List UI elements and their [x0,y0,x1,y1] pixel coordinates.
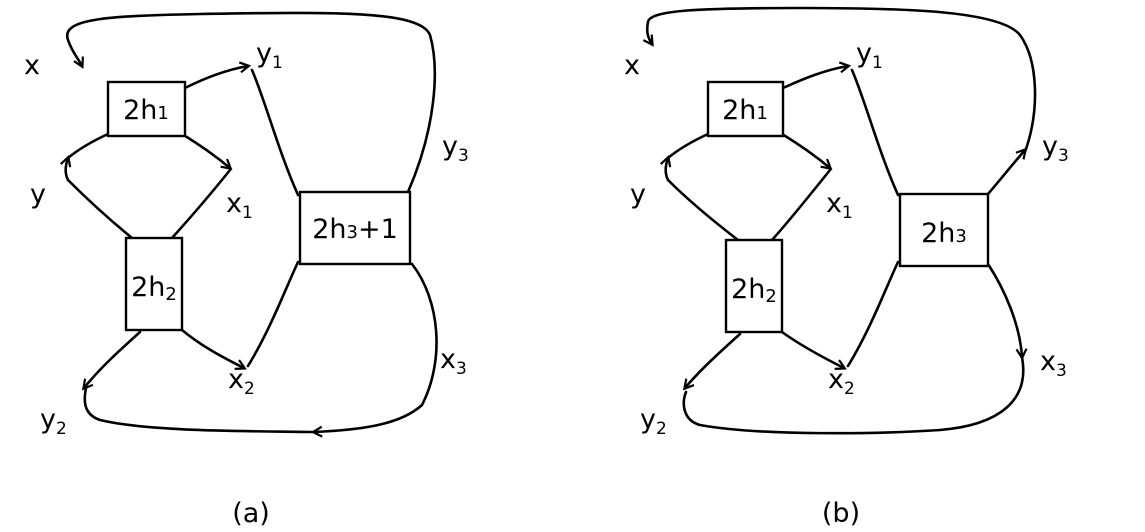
node-b-2h2: 2h2 [724,238,784,334]
label-a-y2: y2 [40,404,67,439]
edge-a-x2-h3 [246,260,300,368]
edge-a-x-top-loop [65,11,437,194]
svg-text:2h3: 2h3 [921,218,967,249]
node-a-2h3-plus-1: 2h3+1 [298,190,412,266]
edge-a-y-h1 [66,132,110,160]
edge-a-h2-x2 [180,328,244,368]
panel-b: 2h1 2h2 2h3 x y y1 x1 x2 y2 y3 x3 (b) [624,6,1069,529]
edge-a-h3-bottom-loop [314,262,438,432]
label-a-y3: y3 [442,131,469,166]
label-b-y2: y2 [640,404,667,439]
panel-a: 2h1 2h2 2h3+1 x y y1 x1 x2 y2 y3 x3 (a) [24,11,469,529]
edge-b-h3-y3 [986,150,1025,196]
svg-text:2h1: 2h1 [722,95,768,126]
label-a-x2: x2 [228,364,255,399]
node-a-2h1: 2h1 [106,80,187,138]
caption-b: (b) [822,498,860,529]
edge-a-y1-h3 [250,68,300,197]
edge-a-h2-y2 [84,330,142,388]
edge-b-bottom-loop [682,355,1025,435]
edge-b-h1-x1 [780,132,830,168]
node-b-2h1: 2h1 [706,80,785,138]
edge-b-x1-h2 [770,168,832,242]
node-a-2h2: 2h2 [124,236,184,332]
svg-text:2h1: 2h1 [123,95,169,126]
edge-b-h2-x2 [780,330,844,368]
edge-a-h1-x1 [180,132,230,168]
edge-b-h2-y2 [685,332,742,388]
edge-a-x1-h2 [170,168,232,240]
svg-text:2h3+1: 2h3+1 [312,214,398,245]
label-b-y: y [630,179,646,210]
label-b-x1: x1 [826,188,853,223]
label-a-x3: x3 [440,344,467,379]
label-a-x1: x1 [226,188,253,223]
label-a-y: y [30,179,46,210]
edge-a-h2-y [66,158,134,240]
edge-a-bottom-loop-y2 [83,386,318,434]
label-b-x3: x3 [1040,346,1067,381]
edge-b-x2-h3 [846,260,900,368]
label-a-y1: y1 [256,38,283,73]
label-b-x2: x2 [828,364,855,399]
edge-b-h2-y [666,158,740,242]
edge-b-y1-h3 [850,68,900,197]
label-b-y3: y3 [1042,131,1069,166]
edge-b-h3-x3 [986,262,1022,357]
label-b-y1: y1 [856,38,883,73]
label-b-x: x [624,50,640,81]
edge-b-y-h1 [666,132,710,160]
edge-b-x-top-loop [647,6,1037,154]
label-a-x: x [24,50,40,81]
svg-text:2h2: 2h2 [131,272,177,305]
edge-b-h1-y1 [781,66,848,90]
node-b-2h3: 2h3 [898,192,990,268]
svg-text:2h2: 2h2 [731,274,777,307]
caption-a: (a) [232,498,270,529]
edge-a-h1-y1 [183,66,248,90]
